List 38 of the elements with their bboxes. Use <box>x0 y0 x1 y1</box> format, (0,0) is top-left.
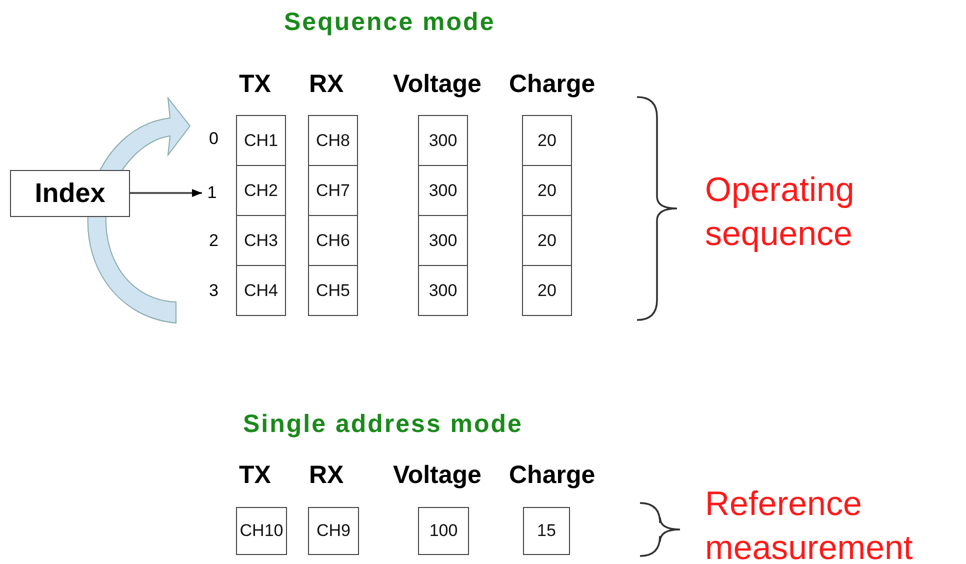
column-header: Voltage <box>393 70 482 99</box>
row-number: 0 <box>209 129 218 149</box>
column-header: Charge <box>509 461 596 490</box>
column-header: TX <box>239 461 271 490</box>
mode-heading: Single address mode <box>243 410 523 439</box>
sequence-label: Operating sequence <box>705 170 856 255</box>
table-cell: 100 <box>418 507 469 555</box>
row-number: 3 <box>209 281 218 301</box>
column-header: TX <box>239 70 271 99</box>
table-cell: 20 <box>522 165 572 216</box>
column-header: RX <box>309 70 344 99</box>
table-cell: 20 <box>522 115 572 166</box>
table-cell: CH3 <box>236 215 286 266</box>
row-number: 1 <box>204 180 220 206</box>
sequence-label: Reference measurement <box>705 484 914 564</box>
column-header: RX <box>309 461 344 490</box>
table-cell: CH5 <box>308 265 358 316</box>
table-cell: CH1 <box>236 115 286 166</box>
column-header: Voltage <box>393 461 482 490</box>
table-cell: 300 <box>418 215 468 266</box>
table-cell: CH10 <box>236 507 287 555</box>
table-cell: 20 <box>522 215 572 266</box>
table-cell: CH6 <box>308 215 358 266</box>
table-cell: CH4 <box>236 265 286 316</box>
table-cell: 15 <box>523 507 570 555</box>
table-cell: 20 <box>522 265 572 316</box>
table-cell: CH9 <box>308 507 359 555</box>
table-cell: CH2 <box>236 165 286 216</box>
table-cell: 300 <box>418 115 468 166</box>
column-header: Charge <box>509 70 596 99</box>
mode-heading: Sequence mode <box>284 8 496 37</box>
table-cell: CH8 <box>308 115 358 166</box>
table-cell: 300 <box>418 165 468 216</box>
table-cell: CH7 <box>308 165 358 216</box>
row-number: 2 <box>209 231 218 251</box>
table-cell: 300 <box>418 265 468 316</box>
arrow <box>130 189 202 197</box>
index-box: Index <box>10 170 130 217</box>
